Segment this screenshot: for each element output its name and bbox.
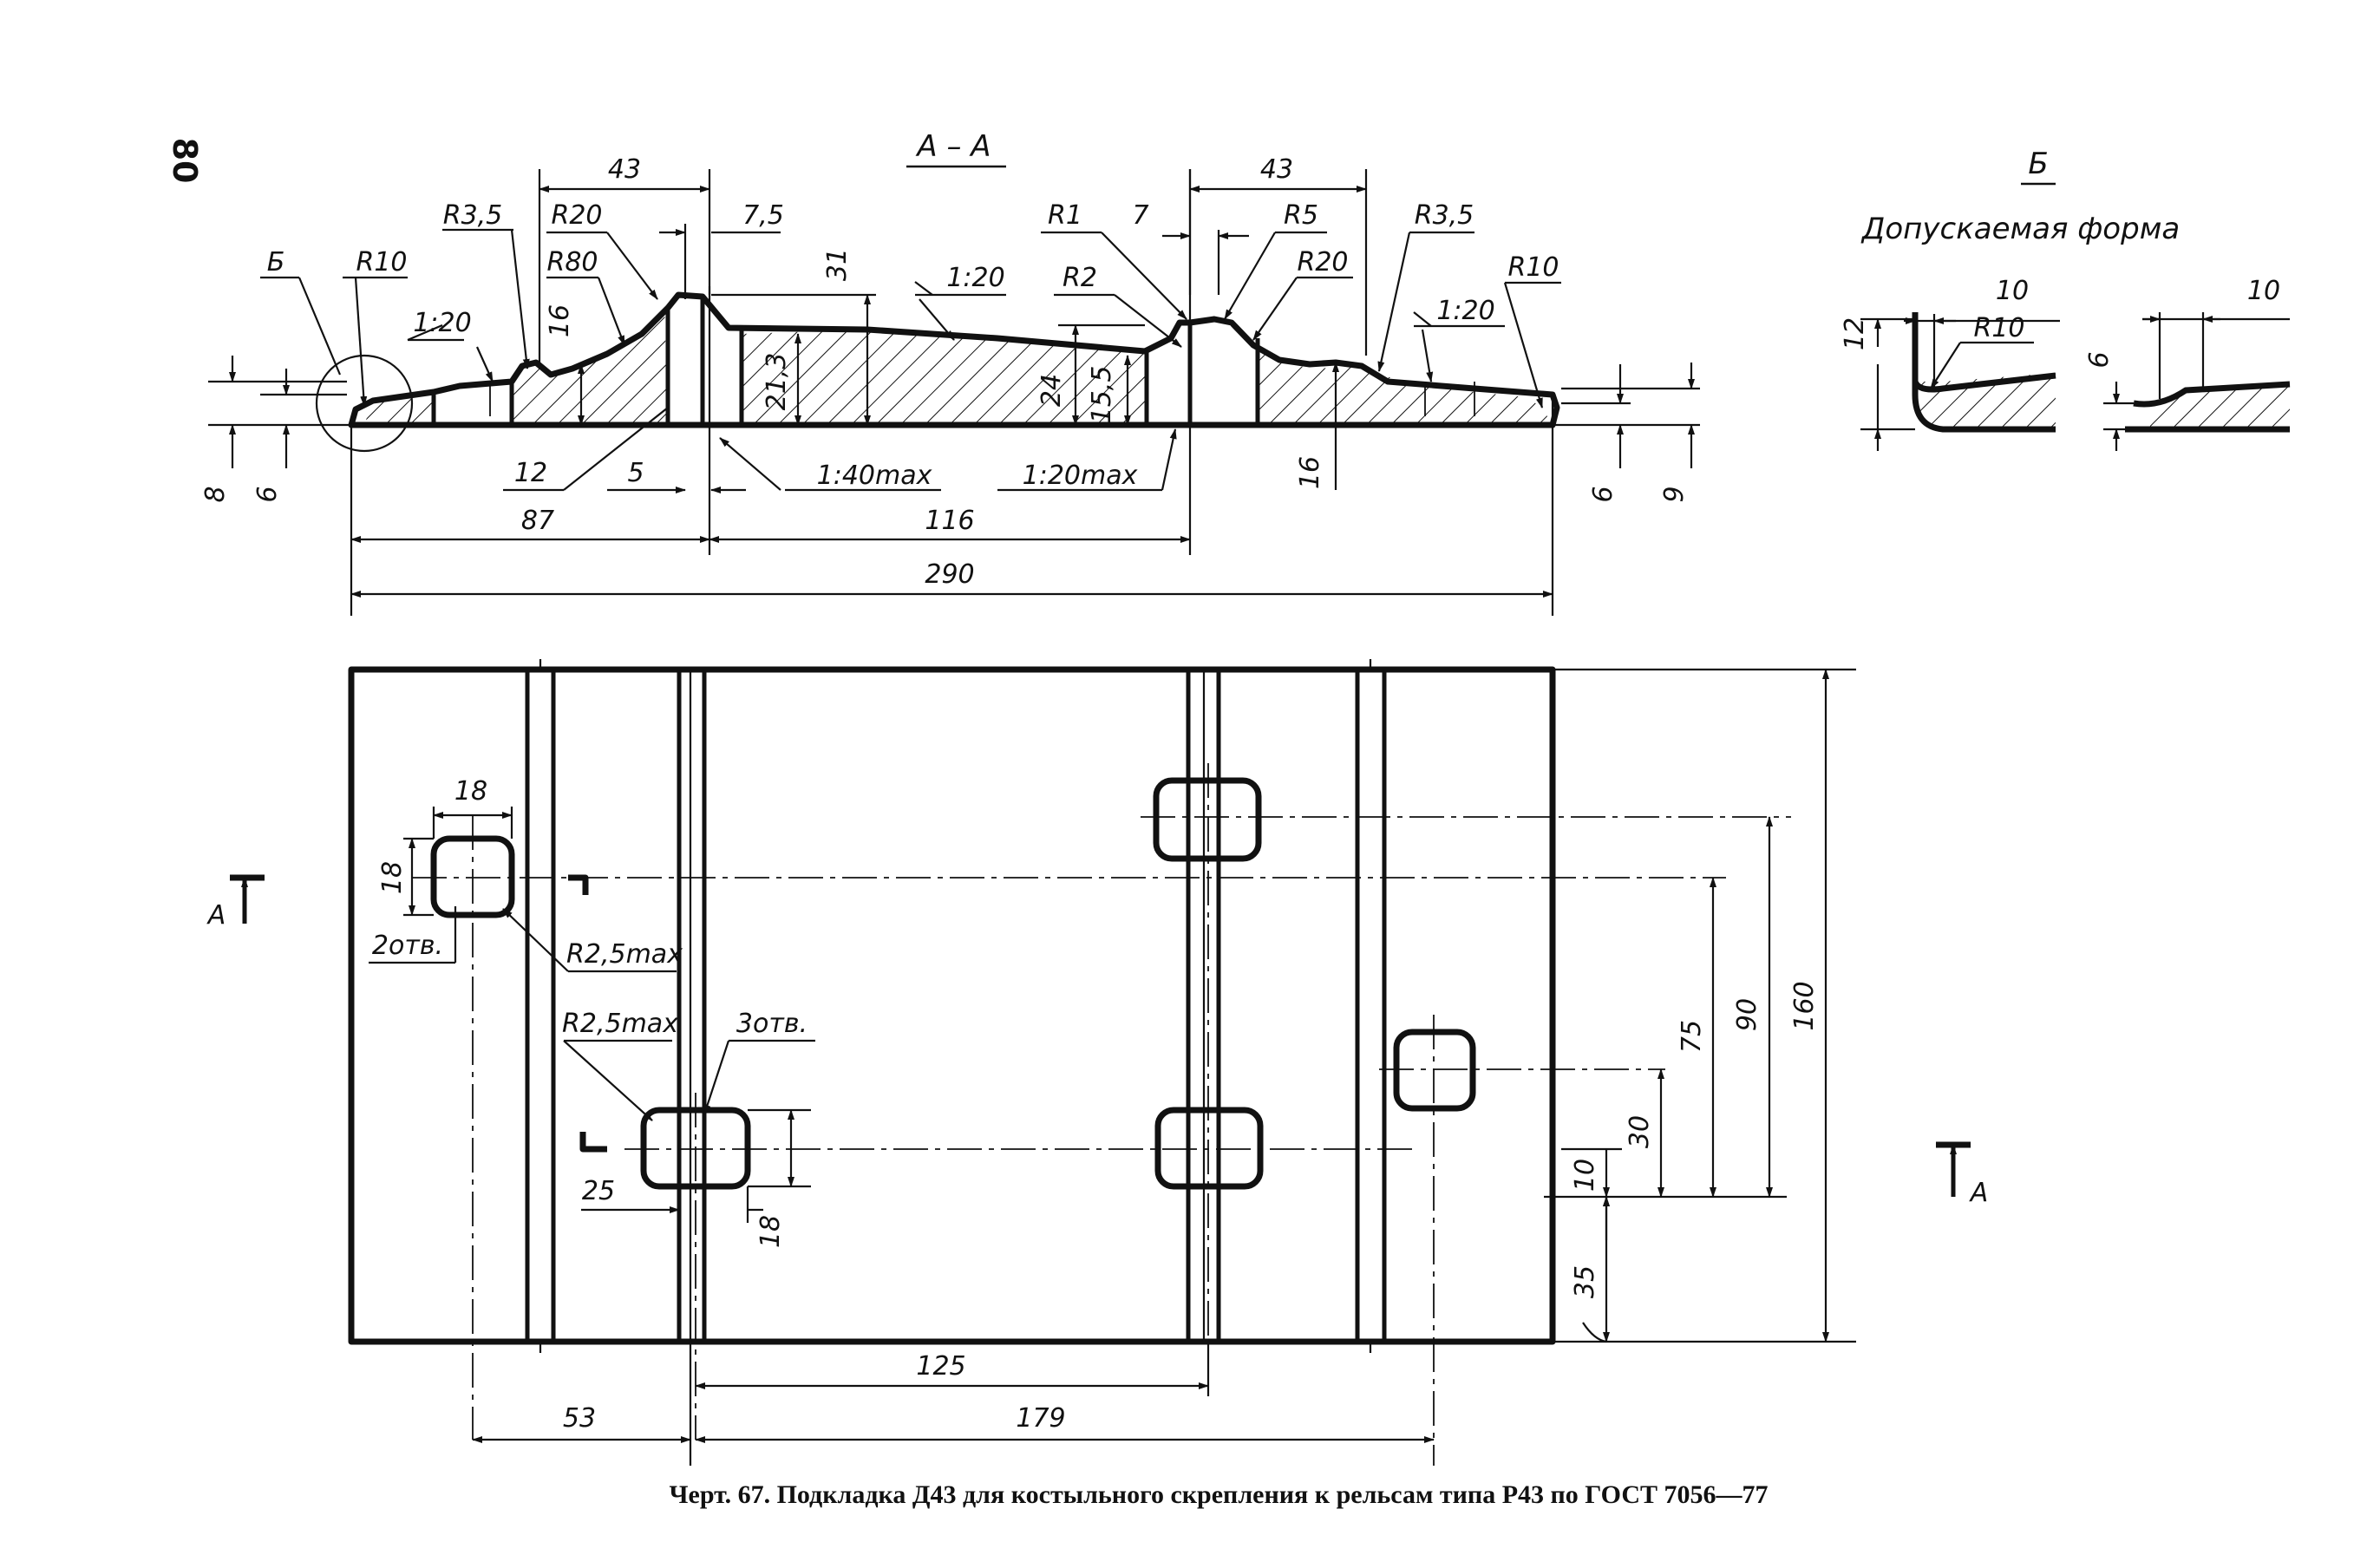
dim-125: 125 [916,1351,965,1382]
detail-dim-10-a: 10 [1996,276,2029,306]
dim-18-lower: 18 [755,1215,786,1248]
section-cut-mark-bottom [579,1132,607,1153]
dim-7: 7 [1132,200,1148,231]
holes-2-label: 2отв. [372,931,443,961]
dim-18-width: 18 [454,776,487,807]
detail-dim-12: 12 [1840,317,1870,350]
dim-r10-left: R10 [356,247,407,278]
section-a-a: А – А [200,129,1700,616]
dim-21-3: 21,3 [762,353,792,411]
figure-caption: Черт. 67. Подкладка Д43 для костыльного … [669,1480,1768,1509]
detail-circle [315,354,414,453]
dim-90: 90 [1732,998,1762,1031]
dim-r80: R80 [546,247,598,278]
dim-53: 53 [563,1403,596,1434]
dim-16-left: 16 [545,304,575,337]
dim-87: 87 [521,506,554,536]
detail-subtitle: Допускаемая форма [1860,212,2180,246]
detail-title: Б [2028,147,2048,181]
dim-160: 160 [1789,981,1820,1030]
dim-31: 31 [822,248,853,281]
dim-18-height: 18 [377,861,408,894]
dim-r2: R2 [1062,263,1097,293]
slope-1-40max: 1:40max [817,461,932,491]
spike-hole-4 [1154,1107,1264,1190]
dim-6-right: 6 [1588,486,1618,502]
detail-profile-right [2125,381,2291,433]
detail-dim-r10: R10 [1973,313,2024,343]
dim-43-left: 43 [608,154,641,185]
dim-15-5: 15,5 [1087,366,1117,424]
dim-290: 290 [925,559,974,590]
dim-9: 9 [1659,486,1690,502]
detail-dim-6: 6 [2084,351,2115,368]
dim-r2-5max-b: R2,5max [562,1009,678,1039]
section-cut-mark-top [568,874,589,895]
label-b: Б [267,247,285,278]
dim-116: 116 [925,506,974,536]
plan-view: А А 18 18 2отв. R2,5max R2,5max 3отв. 25 [206,659,1989,1466]
slope-1-20max: 1:20max [1023,461,1138,491]
holes-3-label: 3отв. [736,1009,808,1039]
spike-hole-3 [1153,777,1262,862]
section-mark-left: А [206,900,226,931]
section-hatch-right [1258,351,1553,425]
dim-25: 25 [582,1176,615,1206]
section-hatch-middle [742,330,1147,425]
slope-1-20-mid: 1:20 [946,263,1004,293]
section-title: А – А [915,129,991,164]
dim-16-right: 16 [1295,456,1325,489]
plate-outline [348,666,1556,1345]
dim-r10-right: R10 [1507,252,1559,283]
dim-179: 179 [1016,1403,1065,1434]
dim-6-left: 6 [252,486,283,502]
detail-profile-left [1912,312,2056,433]
dim-r20-right: R20 [1297,247,1348,278]
page-number: 80 [166,138,204,184]
section-outline [348,291,1560,428]
spike-hole-5 [1393,1029,1476,1112]
section-mark-right: А [1969,1178,1989,1208]
detail-dim-10-b: 10 [2247,276,2280,306]
dim-r2-5max-a: R2,5max [566,939,683,970]
dim-r1: R1 [1048,200,1082,231]
detail-b: Б Допускаемая форма 12 10 R10 6 10 [1840,147,2291,451]
dim-24: 24 [1036,374,1067,407]
dim-5: 5 [627,458,644,488]
dim-r3-5-left: R3,5 [443,200,503,231]
dim-30: 30 [1625,1115,1655,1148]
slope-1-20-right: 1:20 [1436,296,1494,326]
dim-10: 10 [1570,1159,1600,1192]
dim-r3-5-right: R3,5 [1415,200,1474,231]
dim-r20-left: R20 [551,200,602,231]
dim-r5: R5 [1284,200,1318,231]
dim-43-right: 43 [1260,154,1293,185]
dim-75: 75 [1677,1020,1707,1053]
dim-8: 8 [200,486,231,502]
dim-35: 35 [1570,1265,1600,1298]
dim-7-5: 7,5 [742,200,784,231]
dim-12: 12 [514,458,547,488]
